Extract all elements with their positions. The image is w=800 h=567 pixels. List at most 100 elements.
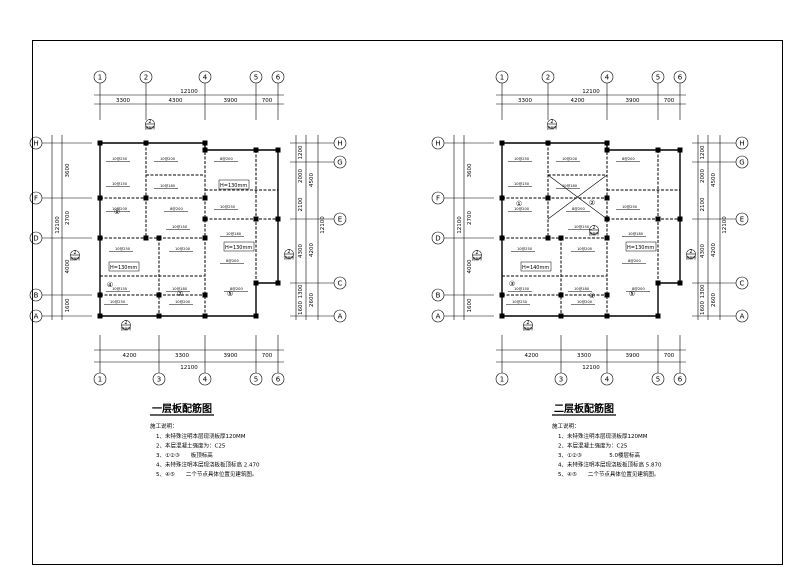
axis-label-left: F	[436, 195, 440, 203]
axis-label-bottom: 5	[254, 376, 258, 384]
axis-label-bottom: 6	[678, 376, 683, 384]
axis-label-right: H	[739, 140, 744, 148]
column	[202, 313, 208, 319]
dim-right-mid: 2600	[711, 293, 717, 307]
slab-thickness-box	[520, 261, 552, 272]
rebar-label: 10@200	[112, 207, 128, 211]
dim-right-total: 12100	[722, 216, 728, 234]
detail-tag-number: 2	[550, 119, 553, 125]
column	[558, 313, 564, 319]
column	[499, 140, 505, 146]
rebar-label: 10@200	[577, 247, 593, 251]
region-mark: ⑤	[629, 290, 635, 298]
column	[545, 140, 551, 146]
detail-tag-sub: 剖面号	[686, 255, 697, 260]
detail-tag-sub: 剖面号	[284, 255, 295, 260]
axis-label-left: B	[436, 292, 441, 300]
slab-thickness-label: H=130mm	[627, 245, 654, 251]
notes-line: 3、①②③ 板顶标高	[156, 451, 213, 459]
column	[604, 235, 610, 241]
dim-top: 700	[664, 98, 675, 104]
axis-label-bottom: 3	[157, 376, 161, 384]
rebar-label: 10@200	[514, 207, 530, 211]
dim-left: 1600	[467, 298, 473, 312]
axis-label-bottom: 5	[656, 376, 660, 384]
column	[253, 147, 259, 153]
rebar-label: 10@180	[160, 184, 176, 188]
slab-thickness-box	[218, 179, 250, 190]
dim-right: 2000	[298, 169, 304, 183]
column	[558, 235, 564, 241]
rebar-label: 10@150	[514, 287, 530, 291]
column	[97, 235, 103, 241]
column	[655, 216, 661, 222]
region-mark: ③	[509, 280, 515, 288]
column	[558, 292, 564, 298]
column	[604, 140, 610, 146]
axis-label-left: A	[436, 313, 441, 321]
axis-label-top: 5	[254, 74, 258, 82]
notes-line: 5、④⑤ 二个节点具体位置见建筑图。	[156, 470, 257, 478]
rebar-label: 10@180	[628, 232, 644, 236]
axis-label-left: B	[34, 292, 39, 300]
axis-label-right: G	[337, 159, 342, 167]
dim-top: 4200	[571, 98, 585, 104]
axis-label-top: 4	[203, 74, 208, 82]
column	[545, 195, 551, 201]
detail-tag-sub: 剖面号	[589, 231, 600, 236]
region-mark: ①	[516, 200, 522, 208]
column	[604, 195, 610, 201]
detail-tag-sub: 剖面号	[547, 125, 558, 130]
region-mark: ④	[589, 292, 595, 300]
column	[677, 147, 683, 153]
dim-top-total: 12100	[180, 89, 198, 95]
dim-right: 2100	[298, 197, 304, 211]
plan-title: 二层板配筋图	[554, 402, 614, 415]
slab-thickness-label: H=140mm	[522, 265, 549, 271]
dim-right: 2100	[700, 197, 706, 211]
column	[604, 313, 610, 319]
dim-left: 3600	[467, 163, 473, 177]
axis-label-bottom: 4	[605, 376, 610, 384]
dim-right: 1600	[298, 301, 304, 315]
dim-bottom: 4200	[123, 353, 137, 359]
rebar-label: 10@200	[175, 247, 191, 251]
rebar-label: 10@250	[220, 205, 236, 209]
dim-right: 2000	[700, 169, 706, 183]
detail-tag-sub: 剖面号	[121, 326, 132, 331]
rebar-label: 10@250	[115, 247, 131, 251]
axis-label-right: C	[740, 280, 745, 288]
column	[143, 195, 149, 201]
rebar-label: 10@180	[562, 184, 578, 188]
dim-right-mid: 4200	[711, 243, 717, 257]
dim-right-mid: 4200	[309, 243, 315, 257]
dim-right-total: 12100	[320, 216, 326, 234]
rebar-label: 10@250	[110, 300, 126, 304]
notes-line: 4、未特殊注明本层现浇板板顶标高 2.470	[156, 461, 260, 469]
axis-label-top: 6	[678, 74, 683, 82]
column	[143, 235, 149, 241]
detail-tag-number: 2	[287, 249, 290, 255]
dim-left-total: 12100	[55, 216, 61, 234]
axis-label-right: C	[338, 280, 343, 288]
dim-left: 4000	[467, 259, 473, 273]
dim-top: 700	[262, 98, 273, 104]
axis-label-left: D	[33, 235, 38, 243]
column	[604, 147, 610, 153]
column	[499, 195, 505, 201]
region-mark: ②	[177, 290, 183, 298]
axis-label-bottom: 6	[276, 376, 281, 384]
column	[499, 235, 505, 241]
rebar-label: 10@250	[517, 247, 533, 251]
rebar-label: 10@200	[562, 157, 578, 161]
notes-line: 1、未特殊注明本层现浇板厚120MM	[558, 432, 648, 440]
column	[156, 313, 162, 319]
notes-line: 2、本层混凝土强度为：C25	[156, 442, 226, 450]
column	[275, 147, 281, 153]
dim-right: 4300	[298, 244, 304, 258]
axis-label-top: 1	[500, 74, 504, 82]
dim-bottom: 3300	[577, 353, 591, 359]
column	[253, 313, 259, 319]
rebar-label: 8@200	[220, 157, 233, 161]
